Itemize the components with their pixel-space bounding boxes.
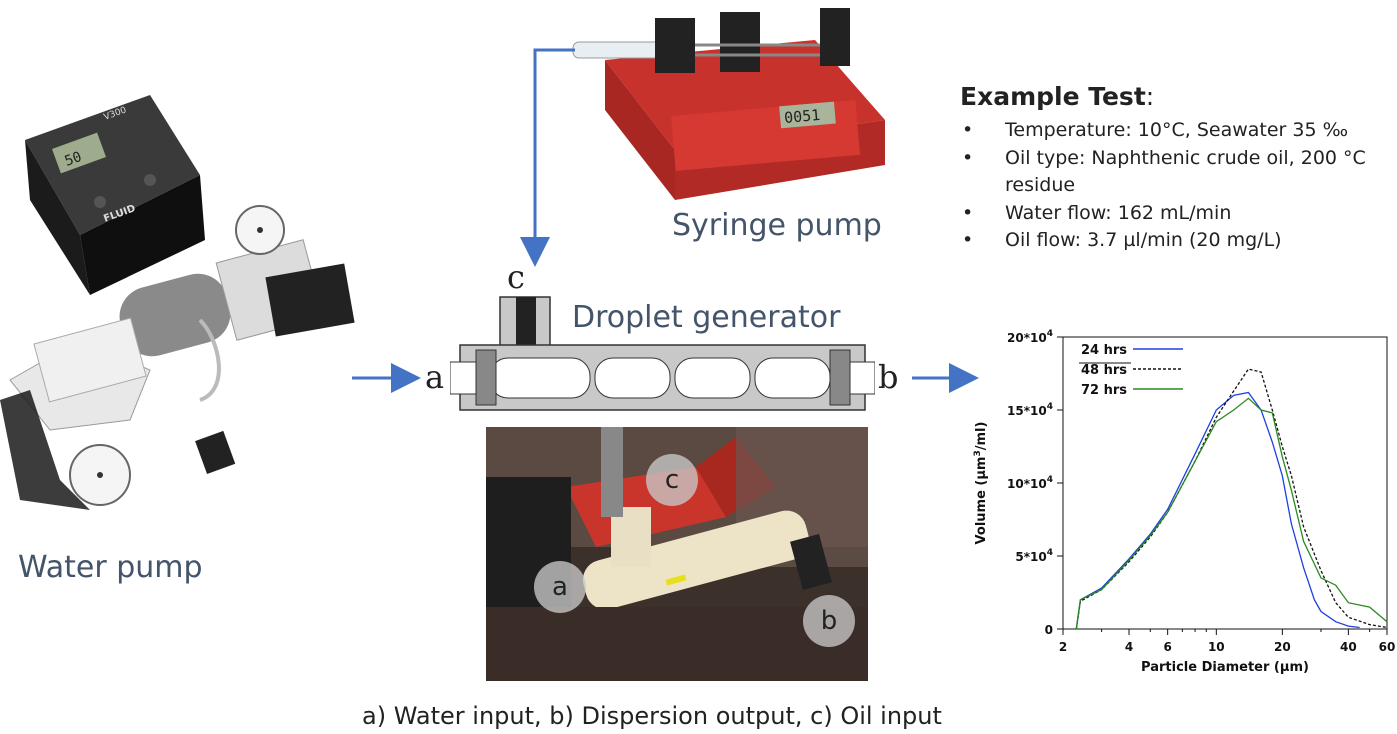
x-axis-label: Particle Diameter (µm) (1141, 660, 1309, 675)
legend-label: 72 hrs (1081, 383, 1127, 398)
example-test-item: Oil flow: 3.7 µl/min (20 mg/L) (960, 227, 1390, 255)
y-tick-label: 10*104 (1007, 475, 1053, 491)
x-tick-label: 20 (1274, 640, 1291, 654)
plot-frame (1062, 336, 1388, 630)
example-test-title-text: Example Test (960, 82, 1146, 111)
water-pump-image: 50 V300 FLUID (0, 80, 380, 540)
x-tick-label: 60 (1379, 640, 1395, 654)
y-tick-label: 15*104 (1007, 402, 1053, 418)
y-axis-label: Volume (µm3/ml) (973, 422, 989, 545)
syringe-to-generator-arrow (520, 48, 575, 267)
y-tick-label: 5*104 (1015, 548, 1053, 564)
photo-label-c: c (646, 454, 698, 506)
x-tick-label: 40 (1340, 640, 1357, 654)
example-test-list: Temperature: 10°C, Seawater 35 ‰ Oil typ… (960, 117, 1390, 255)
droplet-generator-label: Droplet generator (572, 300, 841, 335)
x-tick-label: 6 (1163, 640, 1171, 654)
example-test-item: Oil type: Naphthenic crude oil, 200 °C r… (960, 145, 1390, 200)
example-test-item: Water flow: 162 mL/min (960, 200, 1390, 228)
x-tick-label: 2 (1059, 640, 1067, 654)
particle-size-chart: 2 4 6 10 20 40 60 0 5*104 10*104 15*104 20*104Parti… (973, 329, 1395, 675)
svg-text:50: 50 (63, 149, 84, 170)
port-c-label: c (507, 258, 525, 296)
svg-text:0051: 0051 (783, 106, 821, 127)
example-test-panel: Example Test: Temperature: 10°C, Seawate… (960, 82, 1390, 255)
droplet-generator-photo: c a b (486, 427, 868, 681)
port-b-label: b (878, 358, 899, 396)
figure-caption: a) Water input, b) Dispersion output, c)… (362, 702, 942, 730)
water-pump-label: Water pump (18, 550, 203, 585)
photo-label-b: b (803, 595, 855, 647)
x-tick-label: 4 (1125, 640, 1133, 654)
example-test-item: Temperature: 10°C, Seawater 35 ‰ (960, 117, 1390, 145)
x-tick-label: 10 (1208, 640, 1225, 654)
series-line-1 (1075, 368, 1388, 630)
y-tick-label: 0 (1045, 623, 1053, 637)
port-a-label: a (425, 358, 445, 396)
syringe-pump-image: 0051 (555, 0, 905, 205)
series-line-2 (1075, 397, 1388, 630)
example-test-title: Example Test: (960, 82, 1390, 111)
syringe-pump-label: Syringe pump (672, 208, 882, 243)
legend-label: 24 hrs (1081, 343, 1127, 358)
droplet-generator-schematic (450, 296, 875, 411)
example-test-title-colon: : (1145, 82, 1155, 111)
photo-label-a: a (534, 561, 586, 613)
series-line-0 (1075, 391, 1360, 630)
legend-label: 48 hrs (1081, 363, 1127, 378)
y-tick-label: 20*104 (1007, 329, 1053, 345)
